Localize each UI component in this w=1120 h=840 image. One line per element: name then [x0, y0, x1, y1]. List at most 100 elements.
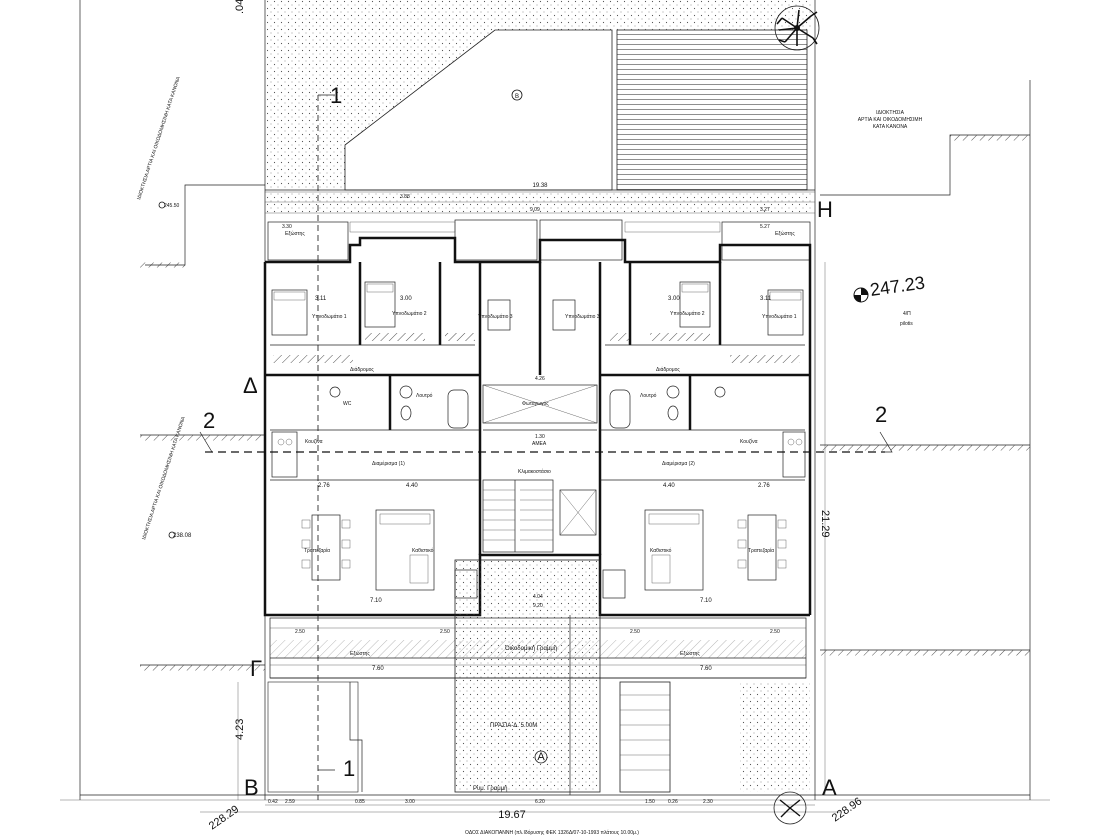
- room-dimension: 7.60: [372, 666, 384, 672]
- stair-label: Κλιμακοστάσιο: [518, 468, 551, 475]
- left-offset: 4.23: [234, 719, 246, 740]
- neighbor-label-right: ΑΡΤΙΑ ΚΑΙ ΟΙΚΟΔΟΜΗΣΙΜΗ: [858, 117, 923, 123]
- elevation-left: 238.08: [173, 533, 192, 539]
- room-dimension: 3.11: [315, 296, 327, 302]
- room-label: WC: [343, 401, 352, 407]
- room-dimension: 7.10: [700, 598, 712, 604]
- room-dimension: 7.10: [370, 598, 382, 604]
- area-label-b: Β: [515, 94, 519, 100]
- room-dimension: 4.40: [406, 483, 418, 489]
- elevation-marker-icon: [853, 287, 869, 303]
- light-well: [482, 384, 598, 431]
- neighbor-label-left-bottom: ΙΔΙΟΚΤΗΣΙΑ ΑΡΤΙΑ ΚΑΙ ΟΙΚΟΔΟΜΗΣΙΜΗ ΚΑΤΑ Κ…: [141, 415, 187, 540]
- room-dimension: 3.11: [760, 296, 772, 302]
- room-dimension: 3.00: [668, 296, 680, 302]
- room-dimension: 7.60: [700, 666, 712, 672]
- room-label: Υπνοδωμάτιο 1: [762, 313, 797, 320]
- dimension-text: 3.88: [400, 194, 410, 200]
- dimension-text: 2.50: [770, 629, 780, 635]
- section-label-1: 1: [330, 83, 342, 108]
- bathtub-icon: [447, 389, 469, 429]
- room-label: Εξώστης: [775, 230, 795, 237]
- area-marker-icon: [534, 750, 548, 764]
- overall-width-top: 19.38: [532, 183, 548, 189]
- room-label: Εξώστης: [285, 230, 305, 237]
- lift-label: ΑΜΕΑ: [532, 441, 547, 447]
- bottom-dimension: 2.59: [285, 799, 295, 805]
- room-label: Υπνοδωμάτιο 1: [312, 313, 347, 320]
- sofa-icon: [375, 509, 435, 591]
- floor-note: 4/Π: [903, 311, 911, 317]
- elevation-marker-icon: [158, 201, 166, 209]
- dining-table-icon: [737, 514, 787, 581]
- bed-icon: [552, 299, 576, 331]
- bottom-dimension: 0.42: [268, 799, 278, 805]
- corner-label-d: Δ: [243, 373, 258, 398]
- bed-icon: [364, 281, 396, 328]
- dimension-text: 1.30: [535, 434, 545, 440]
- building-line-label: Ρυμ. Γραμμή: [473, 785, 508, 792]
- building-outline: [263, 236, 812, 617]
- bottom-dimension: 0.85: [355, 799, 365, 805]
- corner-label-g: Γ: [250, 656, 262, 681]
- room-dimension: 2.76: [318, 483, 330, 489]
- dimension-text: 9.09: [530, 207, 540, 213]
- top-left-dimension: .04: [234, 0, 246, 14]
- room-label: Διαμέρισμα (1): [372, 460, 405, 467]
- section-label-2: 2: [875, 402, 887, 427]
- bathtub-icon: [609, 389, 631, 429]
- corner-label-b: Β: [244, 775, 259, 800]
- room-label: Διάδρομος: [656, 366, 680, 373]
- dimension-text: 3.30: [282, 224, 292, 230]
- overall-width-bottom: 19.67: [498, 809, 526, 821]
- main-elevation: 247.23: [869, 272, 926, 299]
- bottom-dimension: 3.00: [405, 799, 415, 805]
- corner-label-h: Η: [817, 197, 833, 222]
- dimension-text: 4.26: [535, 376, 545, 382]
- elevation-marker-icon: [168, 531, 176, 539]
- sofa-icon: [644, 509, 704, 591]
- dimension-text: 2.50: [295, 629, 305, 635]
- building-line-object-label: Οικοδομική Γραμμή: [505, 645, 557, 652]
- room-dimension: 2.76: [758, 483, 770, 489]
- bed-icon: [271, 289, 308, 336]
- neighbor-label-left-top: ΙΔΙΟΚΤΗΣΙΑ ΑΡΤΙΑ ΚΑΙ ΟΙΚΟΔΟΜΗΣΙΜΗ ΚΑΤΑ Κ…: [136, 75, 182, 200]
- room-label: Λουτρό: [640, 392, 657, 399]
- room-label: Καθιστικό: [412, 547, 434, 554]
- dimension-lines: [237, 191, 826, 806]
- bottom-dimension: 2.30: [703, 799, 713, 805]
- room-label: Υπνοδωμάτιο 2: [670, 310, 705, 317]
- dimension-text: 2.50: [440, 629, 450, 635]
- room-dimension: 4.40: [663, 483, 675, 489]
- elevation-bl: 228.29: [207, 803, 241, 832]
- room-label: Τραπεζαρία: [304, 548, 330, 554]
- area-label-a: Α: [537, 751, 545, 763]
- bottom-dimension: 0.26: [668, 799, 678, 805]
- dimension-text: 3.27: [760, 207, 770, 213]
- room-label: Κουζίνα: [740, 439, 758, 445]
- neighbor-label-right: ΚΑΤΑ ΚΑΝΟΝΑ: [873, 124, 908, 130]
- bed-icon: [679, 281, 711, 328]
- room-label: Εξώστης: [680, 650, 700, 657]
- dimension-text: 9.20: [533, 603, 543, 609]
- section-line-1: [317, 94, 335, 800]
- front-yard-area: [267, 559, 810, 795]
- section-line-2: [199, 431, 893, 453]
- light-well-label: Φωταγωγός: [522, 400, 549, 407]
- setback-label: ΠΡΑΣΙΑ-Δ. 5.00Μ: [490, 723, 537, 729]
- dimension-text: 4.04: [533, 594, 543, 600]
- dining-table-icon: [301, 514, 351, 581]
- area-marker-icon: [511, 89, 523, 101]
- overall-depth: 21.29: [819, 510, 831, 538]
- bottom-dimension: 6.20: [535, 799, 545, 805]
- room-partitions: [270, 262, 805, 430]
- room-label: Λουτρό: [416, 392, 433, 399]
- street-label: ΟΔΟΣ ΔΙΑΚΟΠΑΝΝΗ (πλ.Ιδόρυσης ΦΕΚ 1326Δ/0…: [465, 829, 639, 836]
- staircase: [482, 479, 597, 553]
- room-label: Υπνοδωμάτιο 3: [478, 313, 513, 320]
- tree-icon: [774, 5, 820, 51]
- toilet-icon: [400, 405, 679, 421]
- room-label: Εξώστης: [350, 650, 370, 657]
- room-label: Κουζίνα: [305, 439, 323, 445]
